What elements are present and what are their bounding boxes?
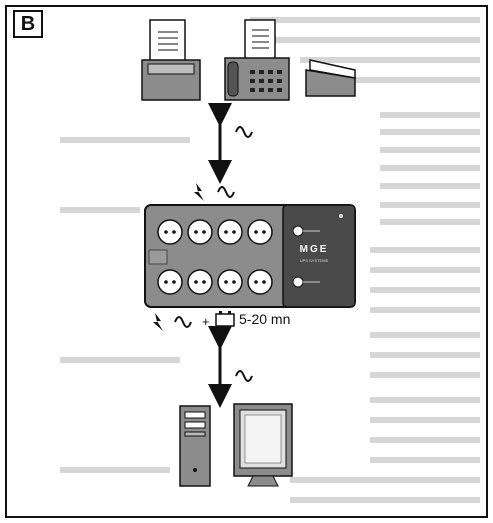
background-text — [60, 17, 480, 503]
panel-label: B — [13, 10, 43, 38]
lightning-icon — [194, 183, 204, 201]
computer-tower-icon — [179, 405, 211, 487]
scanner-icon — [305, 59, 356, 97]
battery-icon — [215, 311, 235, 327]
panel-frame — [5, 5, 488, 518]
fax-icon — [224, 19, 290, 101]
ac-wave-icon — [235, 370, 253, 382]
power-strip-icon — [144, 204, 356, 308]
backup-duration-label: 5-20 mn — [239, 311, 291, 327]
monitor-icon — [233, 403, 293, 487]
brand-subtitle: UPS SYSTEMS — [299, 258, 329, 263]
lightning-icon — [153, 313, 163, 331]
plus-sign: + — [202, 314, 210, 329]
brand-logo-text: MGE — [299, 244, 329, 255]
printer-icon — [141, 19, 201, 101]
ac-wave-icon — [235, 126, 253, 138]
ac-wave-icon — [217, 186, 235, 198]
ac-wave-icon — [174, 316, 192, 328]
